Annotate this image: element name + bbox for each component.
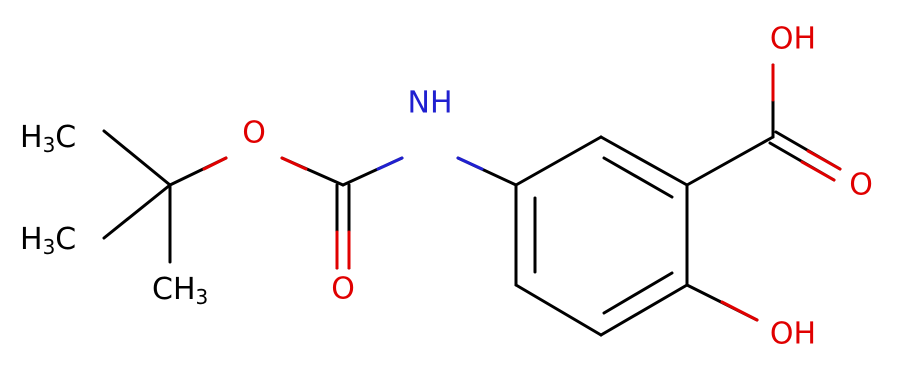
label-carbonyl-oxygen: O bbox=[331, 272, 355, 307]
bonds bbox=[102, 63, 842, 337]
bond-ch3-top bbox=[102, 129, 172, 187]
ring-bond-5 bbox=[514, 283, 603, 337]
ring-bond-1 bbox=[514, 135, 603, 187]
tint-oester-left bbox=[202, 156, 228, 171]
ring-bond-4 bbox=[599, 283, 689, 337]
label-ester-oxygen: O bbox=[242, 116, 266, 151]
label-acid-oxygen: O bbox=[849, 168, 873, 203]
tint-phenol-oh bbox=[720, 300, 759, 322]
ring-bond-4-inner bbox=[602, 271, 674, 315]
label-h3c-top: H3C bbox=[20, 120, 76, 157]
tint-acid-o-b bbox=[806, 149, 842, 171]
hetero-bond-tints bbox=[202, 63, 842, 322]
ring-bond-2-inner bbox=[602, 156, 674, 199]
label-h3c-mid: H3C bbox=[20, 222, 76, 259]
atom-labels: H3C H3C CH3 O O NH OH O OH bbox=[20, 22, 873, 352]
tint-nh-right bbox=[456, 156, 484, 171]
label-amine-nh: NH bbox=[408, 86, 453, 121]
label-acid-oh: OH bbox=[770, 22, 816, 57]
label-ch3-bottom: CH3 bbox=[152, 272, 208, 309]
ring-bond-2 bbox=[599, 135, 689, 187]
tint-acid-o-a bbox=[800, 160, 836, 182]
bond-ch3-mid bbox=[102, 183, 172, 240]
label-phenol-oh: OH bbox=[770, 317, 816, 352]
tint-nh-left bbox=[376, 156, 404, 171]
bond-ring-cacid bbox=[685, 135, 775, 187]
tint-oester-right bbox=[280, 156, 308, 171]
